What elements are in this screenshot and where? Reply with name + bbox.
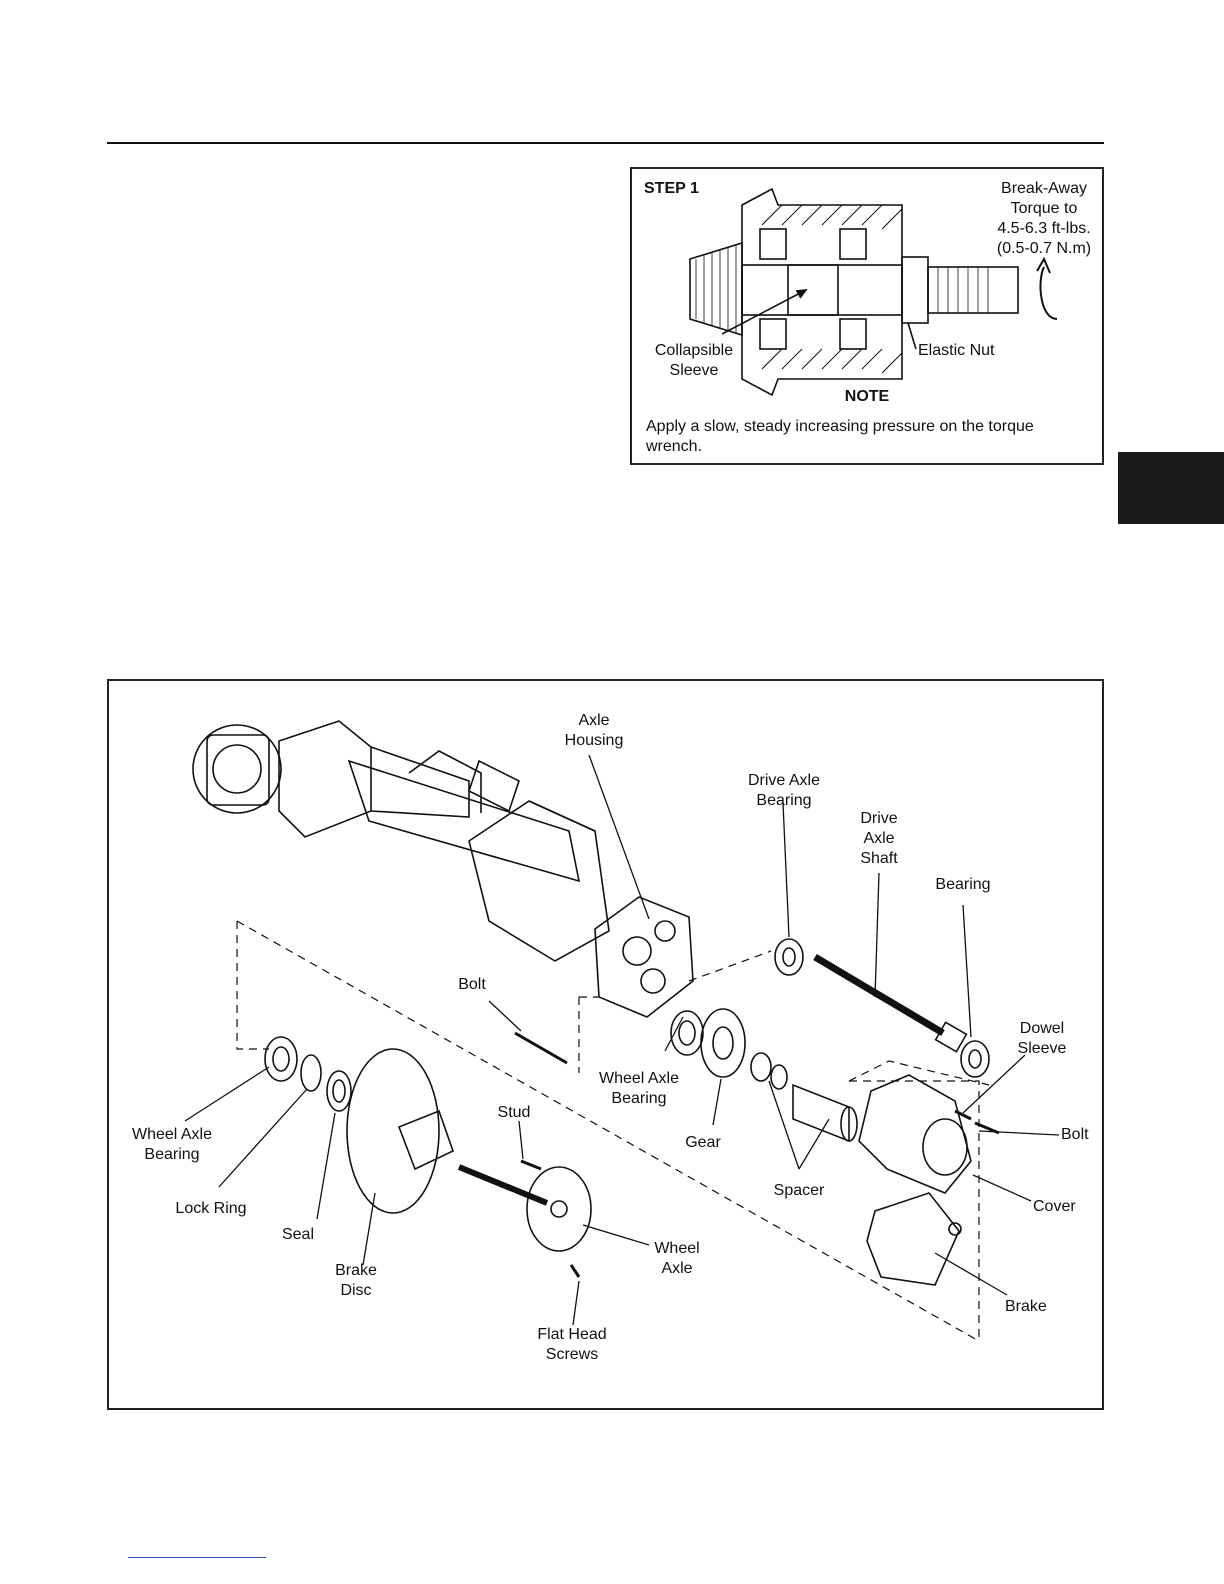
exploded-axle-figure: Axle Housing Drive Axle Bearing Drive Ax… (107, 679, 1104, 1410)
elastic-nut-label: Elastic Nut (918, 342, 995, 359)
bolt-right-label: Bolt (1061, 1126, 1089, 1143)
stud-label: Stud (497, 1104, 531, 1121)
seal-label: Seal (281, 1226, 315, 1243)
torque-spec: Break-Away Torque to 4.5-6.3 ft-lbs. (0.… (996, 180, 1092, 257)
step-label: STEP 1 (644, 180, 699, 197)
collapsible-sleeve-label: Collapsible Sleeve (654, 342, 734, 379)
brake-label: Brake (1005, 1298, 1047, 1315)
brake-disc-label: Brake Disc (335, 1262, 377, 1299)
flat-head-screws-label: Flat Head Screws (537, 1326, 607, 1363)
footer-link-underline (128, 1557, 266, 1558)
header-rule (107, 142, 1104, 144)
wheel-axle-bearing-center-label: Wheel Axle Bearing (598, 1070, 680, 1107)
dowel-sleeve-label: Dowel Sleeve (1017, 1020, 1067, 1057)
section-tab (1118, 452, 1224, 524)
step-1-figure: STEP 1 Break-Away Torque to 4.5-6.3 ft-l… (630, 167, 1104, 465)
note-heading: NOTE (844, 388, 890, 405)
drive-axle-shaft-label: Drive Axle Shaft (860, 810, 898, 867)
axle-housing-label: Axle Housing (564, 712, 624, 749)
note-text: Apply a slow, steady increasing pressure… (646, 418, 1034, 455)
spacer-label: Spacer (773, 1182, 825, 1199)
cover-label: Cover (1033, 1198, 1076, 1215)
wheel-axle-bearing-left-label: Wheel Axle Bearing (131, 1126, 213, 1163)
wheel-axle-label: Wheel Axle (654, 1240, 700, 1277)
gear-label: Gear (685, 1134, 721, 1151)
bearing-label: Bearing (935, 876, 991, 893)
bolt-center-label: Bolt (458, 976, 486, 993)
rear-axle-exploded-drawing (184, 720, 1060, 1342)
lock-ring-label: Lock Ring (175, 1200, 247, 1217)
pinion-assembly-drawing (689, 187, 1058, 397)
drive-axle-bearing-label: Drive Axle Bearing (747, 772, 821, 809)
